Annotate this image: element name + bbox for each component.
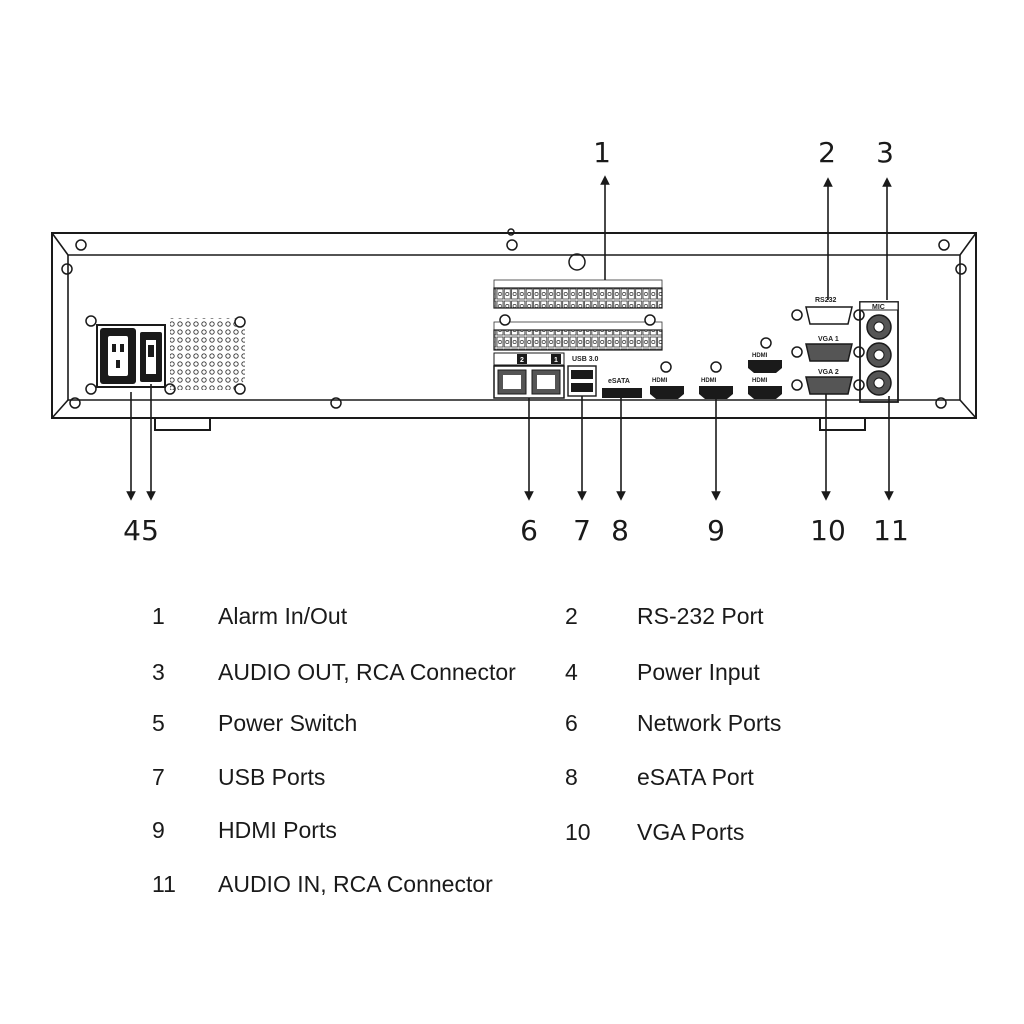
callout-10: 10 — [810, 514, 846, 547]
callout-4: 4 — [123, 514, 141, 547]
hdmi-1-label: HDMI — [752, 353, 768, 359]
vga-2-label: VGA 2 — [818, 369, 839, 376]
hdmi-2-label: HDMI — [752, 378, 768, 384]
callout-9: 9 — [707, 514, 725, 547]
callout-5: 5 — [141, 514, 159, 547]
vga-1-label: VGA 1 — [818, 336, 839, 343]
rs232-label: RS232 — [815, 297, 837, 304]
lan-2-label: 2 — [520, 357, 524, 364]
rs232-vga-ports: RS232 VGA 1 VGA 2 — [791, 297, 865, 395]
usb-ports: USB 3.0 — [567, 356, 599, 397]
hdmi-4-label: HDMI — [652, 378, 668, 384]
callout-2: 2 — [818, 136, 836, 169]
audio-rca-block: MIC — [859, 301, 899, 403]
callout-numbers: 1 2 3 4 5 6 7 8 9 10 11 — [123, 136, 909, 547]
hdmi-3-label: HDMI — [701, 378, 717, 384]
power-module — [85, 315, 246, 395]
callout-7: 7 — [573, 514, 591, 547]
chassis — [51, 232, 977, 431]
hdmi-ports: HDMI HDMI HDMI HDMI — [650, 337, 782, 399]
callout-8: 8 — [611, 514, 629, 547]
callout-3: 3 — [876, 136, 894, 169]
alarm-terminal-blocks — [493, 279, 663, 351]
lan-1-label: 1 — [554, 357, 558, 364]
esata-label: eSATA — [608, 378, 630, 385]
callout-6: 6 — [520, 514, 538, 547]
esata-port: eSATA — [602, 378, 642, 398]
chassis-screws — [61, 228, 967, 409]
callout-11: 11 — [873, 514, 909, 547]
callout-leaders — [126, 175, 894, 501]
usb-label: USB 3.0 — [572, 356, 599, 363]
callout-1: 1 — [593, 136, 611, 169]
network-ports: 2 1 — [493, 352, 565, 399]
mic-label: MIC — [872, 304, 885, 311]
